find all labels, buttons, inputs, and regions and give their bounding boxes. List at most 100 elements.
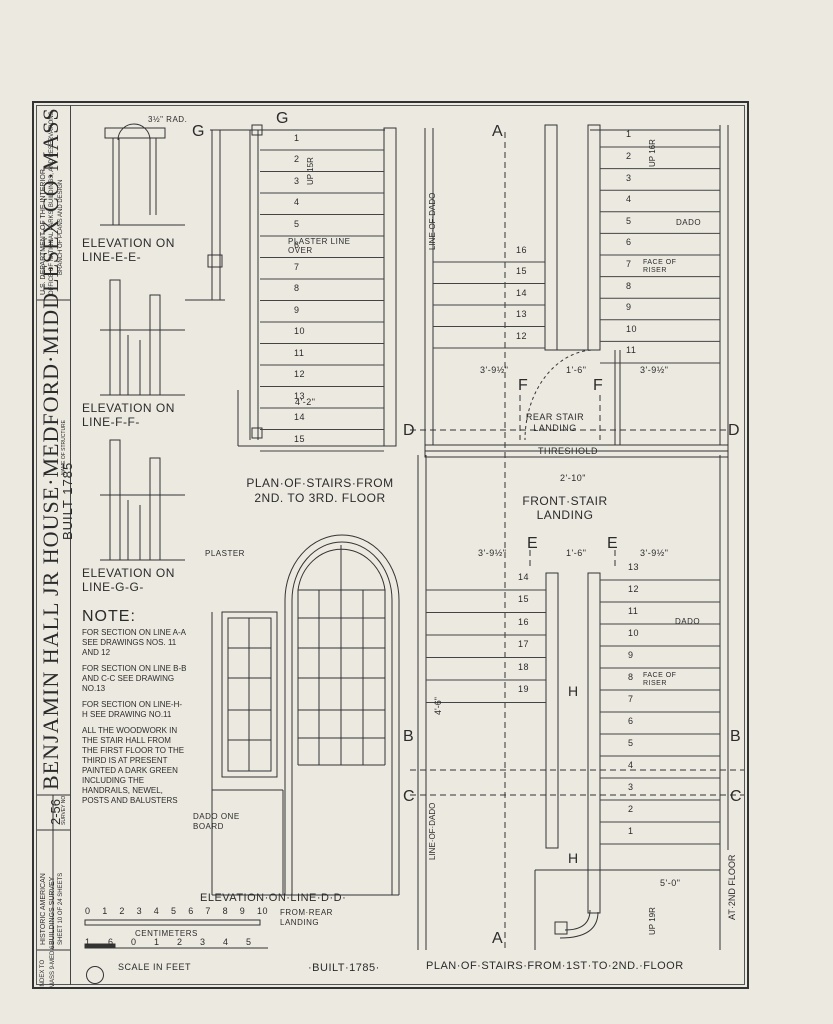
- face-of-riser-upper: FACE OF RISER: [643, 259, 677, 274]
- tread-number: 3: [294, 175, 300, 186]
- front-stair-landing-label: FRONT·STAIR LANDING: [522, 494, 608, 522]
- section-mark-d-left: D: [403, 422, 416, 439]
- section-mark-a-top: A: [492, 123, 504, 140]
- scale-tick-label: 3: [136, 906, 143, 916]
- tread-number: 18: [518, 661, 530, 672]
- tread-number: 1: [294, 132, 300, 143]
- scale-tick-label: 4: [223, 937, 229, 947]
- tread-number: 3: [628, 782, 634, 792]
- note-heading: NOTE:: [82, 608, 136, 625]
- dado-lower-label: DADO: [675, 617, 701, 626]
- elev-dd-title: ELEVATION·ON·LINE·D·D·: [200, 892, 347, 904]
- index-number: MASS 9-MED 6: [50, 945, 56, 988]
- elev-ff-title: ELEVATION ON LINE-F-F-: [82, 401, 175, 429]
- dim-4-6: 4'-6": [433, 697, 443, 715]
- dim-3-9h-upper-right: 3'-9½": [640, 365, 669, 375]
- index-label: INDEX TO: [40, 959, 46, 988]
- scale-tick-label: 5: [171, 906, 177, 916]
- section-mark-d-right: D: [728, 422, 741, 439]
- tread-number: 14: [518, 571, 530, 582]
- tread-number: 9: [294, 304, 300, 315]
- tread-number: 7: [294, 261, 300, 272]
- tread-number: 5: [294, 218, 300, 229]
- rear-stair-landing-label: REAR STAIR LANDING: [525, 412, 585, 433]
- tread-number: 9: [628, 650, 634, 660]
- tread-number: 14: [516, 287, 528, 298]
- line-of-dado-lower: LINE·OF·DADO: [428, 802, 437, 860]
- plaster-line-label: PLASTER LINE OVER: [288, 237, 351, 255]
- tread-number: 1: [626, 129, 632, 140]
- note-block: NOTE: FOR SECTION ON LINE A-A SEE DRAWIN…: [82, 608, 187, 812]
- tread-number: 11: [626, 345, 637, 356]
- tread-number: 8: [294, 283, 300, 293]
- scale-tick-label: 3: [200, 937, 206, 947]
- plan-upper-title: PLAN·OF·STAIRS·FROM 2ND. TO 3RD. FLOOR: [246, 476, 394, 505]
- tread-number: 10: [294, 326, 306, 336]
- tread-number: 8: [628, 672, 634, 682]
- tread-number: 19: [518, 684, 530, 694]
- habs-line-2: BUILDINGS SURVEY: [49, 876, 56, 945]
- tread-number: 15: [294, 433, 306, 444]
- up15r-label: UP 15R: [306, 157, 315, 185]
- elev-dd-subtitle: FROM·REAR LANDING: [280, 908, 333, 927]
- plan-lower-title: PLAN·OF·STAIRS·FROM·1ST·TO·2ND.·FLOOR: [426, 960, 684, 972]
- scale-tick-label: 10: [257, 906, 269, 916]
- section-mark-f-right: F: [593, 377, 604, 394]
- section-mark-c-right: C: [730, 788, 743, 805]
- section-mark-c-left: C: [403, 788, 416, 805]
- tread-number: 13: [294, 390, 306, 401]
- note-item: FOR SECTION ON LINE B-B AND C-C SEE DRAW…: [82, 664, 187, 693]
- built-bottom: ·BUILT·1785·: [308, 962, 380, 974]
- note-item: FOR SECTION ON LINE-H-H SEE DRAWING NO.1…: [82, 700, 183, 719]
- tread-number: 7: [628, 694, 634, 704]
- dim-1-6: 1'-6": [566, 548, 587, 558]
- note-item: FOR SECTION ON LINE A-A SEE DRAWINGS NOS…: [82, 628, 186, 657]
- tread-number: 8: [626, 280, 632, 291]
- tread-number: 4: [294, 197, 300, 207]
- centimeters-label: CENTIMETERS: [135, 929, 198, 938]
- tread-number: 10: [626, 323, 638, 334]
- dim-5-0: 5'-0": [660, 878, 681, 888]
- tread-number: 4: [628, 760, 634, 770]
- radius-label: 3½" RAD.: [148, 115, 188, 124]
- tread-number: 11: [628, 606, 639, 616]
- scale-tick-label: 1: [85, 937, 91, 947]
- tread-number: 2: [294, 154, 300, 164]
- tread-number: 15: [516, 266, 528, 276]
- tread-number: 10: [628, 628, 640, 638]
- face-of-riser-lower: FACE OF RISER: [643, 672, 677, 687]
- dim-4-2-upper: 4'-2": [295, 397, 316, 407]
- tread-number: 15: [518, 594, 530, 604]
- scale-tick-label: 0: [131, 937, 137, 947]
- scale-tick-label: 8: [222, 906, 229, 916]
- tread-number: 13: [628, 562, 640, 572]
- tread-number: 3: [626, 172, 632, 183]
- tread-number: 5: [628, 738, 634, 748]
- tread-number: 6: [626, 237, 632, 248]
- dado-one-board-label: DADO ONE BOARD: [193, 812, 240, 831]
- scale-tick-label: 2: [177, 937, 183, 947]
- survey-number: 2-56: [48, 798, 63, 825]
- plaster-label: PLASTER: [205, 549, 245, 558]
- dim-3-9h-upper-left: 3'-9½": [480, 365, 509, 375]
- section-mark-e-left: E: [527, 535, 539, 552]
- section-mark-a-bottom: A: [492, 930, 504, 947]
- tread-number: 2: [626, 151, 632, 161]
- tread-number: 7: [626, 259, 632, 269]
- tread-number: 12: [294, 369, 306, 379]
- inner-border: [36, 105, 745, 985]
- dado-upper-label: DADO: [676, 218, 702, 227]
- outer-border: [32, 101, 749, 989]
- tread-number: 16: [516, 244, 528, 255]
- tread-number: 13: [516, 309, 528, 319]
- scale-tick-label: 7: [205, 906, 211, 916]
- scale-tick-label: 6: [188, 906, 194, 916]
- scale-tick-label: 6: [108, 937, 114, 947]
- scale-tick-label: 4: [153, 906, 160, 916]
- note-item: ALL THE WOODWORK IN THE STAIR HALL FROM …: [82, 726, 185, 805]
- tread-number: 17: [518, 639, 530, 649]
- tread-number: 4: [626, 194, 632, 205]
- at-2nd-floor-label: AT·2ND FLOOR: [727, 854, 737, 920]
- name-of-structure-label: NAME OF STRUCTURE: [61, 420, 67, 475]
